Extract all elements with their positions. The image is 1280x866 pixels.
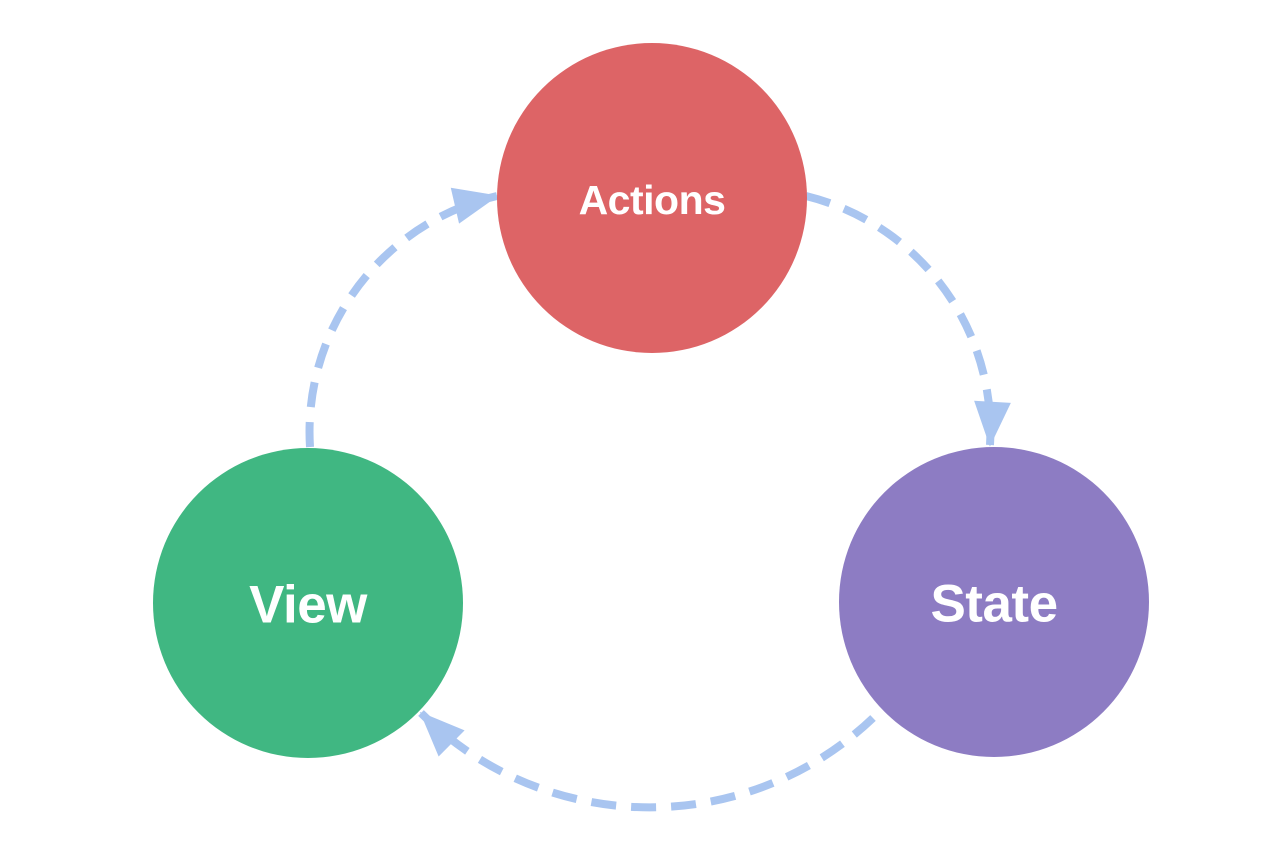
edge-view-to-actions [305,187,499,448]
state-label: State [930,575,1057,634]
node-actions: Actions [497,43,807,353]
actions-circle [497,43,807,353]
view-label: View [249,576,368,635]
state-circle [839,447,1149,757]
edge-state-to-view [418,710,876,812]
view-circle [153,448,463,758]
edge-actions-to-state [805,192,1011,447]
node-state: State [839,447,1149,757]
actions-label: Actions [579,177,726,223]
node-view: View [153,448,463,758]
